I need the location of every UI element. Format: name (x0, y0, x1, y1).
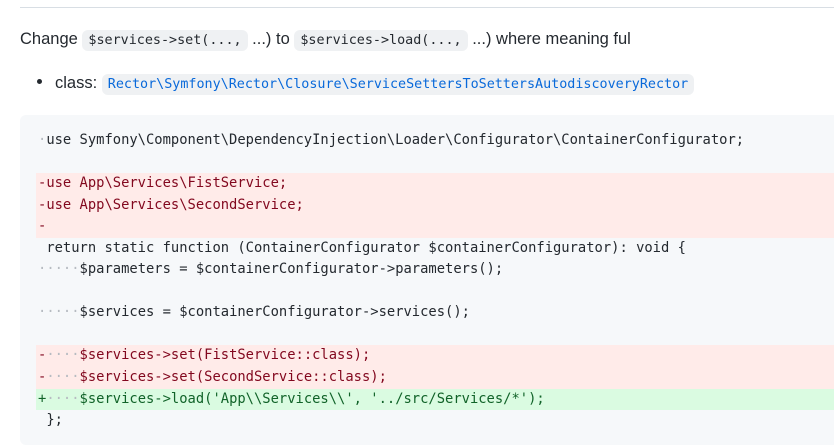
diff-code: $services->set(SecondService::class); (79, 369, 387, 386)
diff-lines: ·use Symfony\Component\DependencyInjecti… (36, 130, 834, 432)
diff-code: use App\Services\SecondService; (46, 196, 304, 213)
diff-marker: · (38, 304, 47, 321)
description-text-change: Change (20, 30, 78, 48)
diff-line-ctx: }; (36, 410, 834, 432)
section-divider (20, 7, 834, 8)
rule-description: Change $services->set(..., ...) to $serv… (20, 28, 631, 52)
diff-code: $services->load('App\\Services\\', '../s… (79, 390, 545, 407)
rule-class-list-item: class: Rector\Symfony\Rector\Closure\Ser… (20, 72, 695, 96)
diff-line-ctx: ·use Symfony\Component\DependencyInjecti… (36, 130, 834, 152)
diff-line-ctx: return static function (ContainerConfigu… (36, 238, 834, 260)
class-label: class: (55, 74, 98, 92)
diff-marker: - (38, 175, 47, 192)
diff-line-ctx (36, 152, 834, 174)
diff-code: }; (46, 412, 63, 429)
whitespace-indicator: ···· (46, 304, 80, 321)
diff-line-del: -use App\Services\SecondService; (36, 194, 834, 217)
diff-line-del: -····$services->set(SecondService::class… (36, 367, 834, 389)
diff-line-ctx (36, 281, 834, 303)
diff-code: $services->set(FistService::class); (79, 347, 371, 364)
diff-line-del: -use App\Services\FistService; (36, 173, 834, 195)
old-code-snippet: $services->set(..., (82, 30, 248, 51)
diff-marker: - (38, 347, 47, 364)
diff-marker: - (38, 369, 47, 386)
diff-line-ctx: ·····$services = $containerConfigurator-… (36, 302, 834, 324)
diff-code: $parameters = $containerConfigurator->pa… (79, 261, 504, 278)
diff-marker: · (38, 261, 47, 278)
whitespace-indicator: ···· (46, 390, 80, 407)
diff-line-del: -····$services->set(FistService::class); (36, 345, 834, 368)
diff-code: use Symfony\Component\DependencyInjectio… (46, 132, 745, 148)
diff-marker: - (38, 218, 47, 235)
diff-line-add: +····$services->load('App\\Services\\', … (36, 388, 834, 411)
rule-class-name: Rector\Symfony\Rector\Closure\ServiceSet… (101, 74, 695, 95)
whitespace-indicator: ···· (46, 261, 80, 278)
diff-line-del: - (36, 216, 834, 238)
diff-code: $services = $containerConfigurator->serv… (79, 304, 470, 321)
whitespace-indicator: ···· (46, 369, 80, 386)
diff-line-ctx (36, 324, 834, 346)
diff-line-ctx: ·····$parameters = $containerConfigurato… (36, 259, 834, 281)
diff-marker: - (38, 196, 47, 213)
whitespace-indicator: ···· (46, 347, 80, 364)
description-text-mid: ...) to (247, 30, 295, 48)
new-code-snippet: $services->load(..., (294, 30, 468, 51)
bullet-icon (37, 79, 42, 85)
diff-marker: + (38, 390, 47, 407)
diff-code-block: ·use Symfony\Component\DependencyInjecti… (20, 115, 834, 445)
diff-code: return static function (ContainerConfigu… (46, 239, 686, 256)
description-text-end: ...) where meaning ful (467, 30, 631, 48)
diff-code: use App\Services\FistService; (46, 175, 288, 192)
diff-marker: · (38, 132, 47, 148)
